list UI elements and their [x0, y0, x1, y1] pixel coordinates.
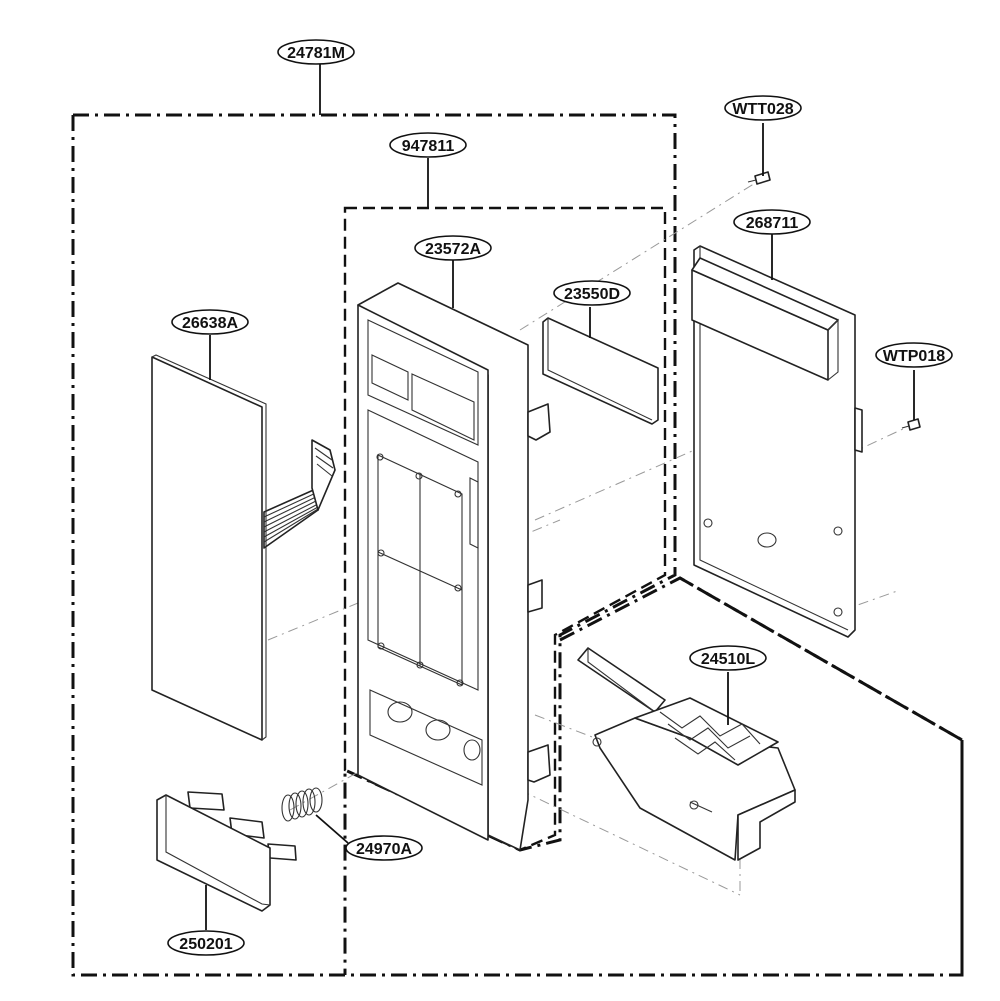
- callout-label-assembly: 24781M: [287, 45, 345, 62]
- callout-label-membrane: 26638A: [182, 315, 238, 332]
- callout-window: 23550D: [553, 280, 631, 306]
- callout-label-button: 250201: [179, 936, 232, 953]
- latch-part: [577, 647, 796, 861]
- callout-label-screw-top: WTT028: [732, 101, 793, 118]
- callout-screw-pcb: WTP018: [875, 342, 953, 368]
- pcb-board-part: [691, 245, 863, 638]
- callout-membrane: 26638A: [171, 309, 249, 335]
- callout-button: 250201: [167, 930, 245, 956]
- screw-top-part: [747, 171, 771, 185]
- callout-spring: 24970A: [345, 835, 423, 861]
- callout-latch: 24510L: [689, 645, 767, 671]
- latch-group-boundary: [559, 576, 963, 742]
- display-window-part: [542, 317, 659, 425]
- callout-assembly: 24781M: [277, 39, 355, 65]
- callout-label-spring: 24970A: [356, 841, 412, 858]
- callout-control-panel-group: 947811: [389, 132, 467, 158]
- door-button-part: [156, 791, 297, 912]
- leader-lines: [205, 64, 915, 930]
- callout-label-window: 23550D: [564, 286, 620, 303]
- membrane-keypad-part: [151, 354, 336, 741]
- callout-screw-top: WTT028: [724, 95, 802, 121]
- callout-label-pcb: 268711: [746, 215, 799, 232]
- callout-pcb: 268711: [733, 209, 811, 235]
- spring-part: [281, 787, 323, 822]
- front-frame-part: [357, 282, 551, 851]
- callout-frame: 23572A: [414, 235, 492, 261]
- callout-label-screw-pcb: WTP018: [883, 348, 945, 365]
- screw-pcb-part: [901, 418, 921, 431]
- callout-label-control-panel-group: 947811: [402, 138, 455, 155]
- callout-label-latch: 24510L: [701, 651, 755, 668]
- callout-label-frame: 23572A: [425, 241, 481, 258]
